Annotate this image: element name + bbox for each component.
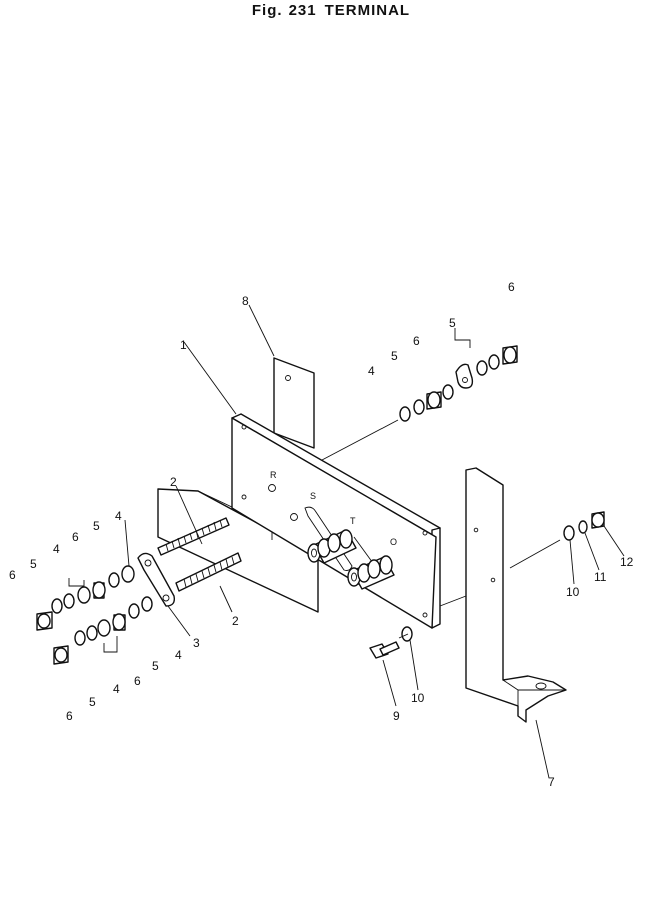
figure-prefix: Fig. — [251, 2, 283, 19]
callout-5-lower: 5 — [89, 695, 96, 709]
callout-5-right: 5 — [391, 349, 398, 363]
figure-title: Fig. 231 TERMINAL — [0, 2, 662, 19]
callout-4-left-upper: 4 — [115, 509, 122, 523]
callout-4-left-bracket: 4 — [53, 542, 60, 556]
callout-5-left: 5 — [30, 557, 37, 571]
terminal-stud-s — [307, 529, 357, 564]
plate-mark-r: R — [270, 470, 277, 480]
callout-11: 11 — [594, 570, 607, 584]
callout-10-lower: 10 — [411, 691, 425, 705]
part-1-plate — [231, 413, 441, 629]
callout-6-left-upper: 6 — [72, 530, 79, 544]
callout-12: 12 — [620, 555, 634, 569]
callout-2-upper: 2 — [170, 475, 177, 489]
upper-right-hardware — [399, 345, 518, 422]
lower-left-hardware — [53, 596, 153, 665]
leader-lines — [68, 304, 625, 779]
callout-4-right-bracket: 5 — [449, 316, 456, 330]
terminal-stud-t — [347, 555, 395, 590]
callout-10-right: 10 — [566, 585, 580, 599]
part-3-link — [137, 552, 176, 607]
callout-8: 8 — [242, 294, 249, 308]
callout-4-right: 4 — [368, 364, 375, 378]
callout-6-right-top: 6 — [508, 280, 515, 294]
part-7-bracket — [465, 467, 567, 723]
callout-5-center: 5 — [152, 659, 159, 673]
callout-4-center: 4 — [175, 648, 182, 662]
callout-6-lower: 6 — [66, 709, 73, 723]
callout-6-left: 6 — [9, 568, 16, 582]
right-hardware — [563, 511, 605, 541]
callout-6-center: 6 — [134, 674, 141, 688]
plate-mark-s: S — [310, 491, 316, 501]
part-8-bar — [273, 357, 315, 449]
assembly-lines — [321, 419, 561, 639]
callout-1: 1 — [180, 338, 187, 352]
part-2-stud-lower — [175, 552, 242, 592]
callout-9: 9 — [393, 709, 400, 723]
callout-7: 7 — [548, 775, 555, 789]
callout-5-left-upper: 5 — [93, 519, 100, 533]
callout-3: 3 — [193, 636, 200, 650]
upper-left-hardware — [36, 565, 135, 631]
callout-2-lower: 2 — [232, 614, 239, 628]
part-2-stud-upper — [157, 517, 230, 556]
plate-mark-t: T — [350, 516, 356, 526]
figure-name: TERMINAL — [324, 2, 411, 19]
callout-4-lower-bracket: 4 — [113, 682, 120, 696]
figure-number: 231 — [288, 2, 317, 19]
callout-6-right: 6 — [413, 334, 420, 348]
part-9-bolt — [369, 641, 400, 659]
plate-mark-o: O — [390, 537, 397, 547]
